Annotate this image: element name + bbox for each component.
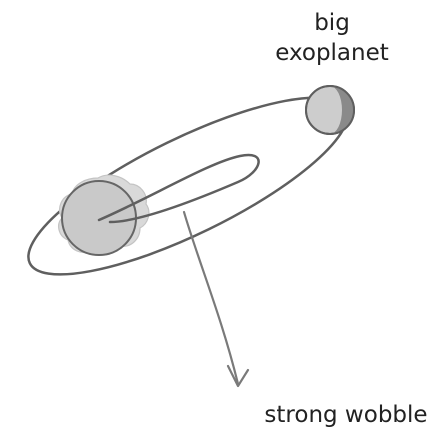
- planet-label-line1: big: [314, 10, 350, 36]
- planet-label-line2: exoplanet: [275, 40, 389, 66]
- wobble-arrow-icon: [184, 212, 248, 386]
- wobble-label: strong wobble: [264, 402, 427, 428]
- star-icon: [62, 181, 136, 255]
- exoplanet-icon: [306, 86, 354, 134]
